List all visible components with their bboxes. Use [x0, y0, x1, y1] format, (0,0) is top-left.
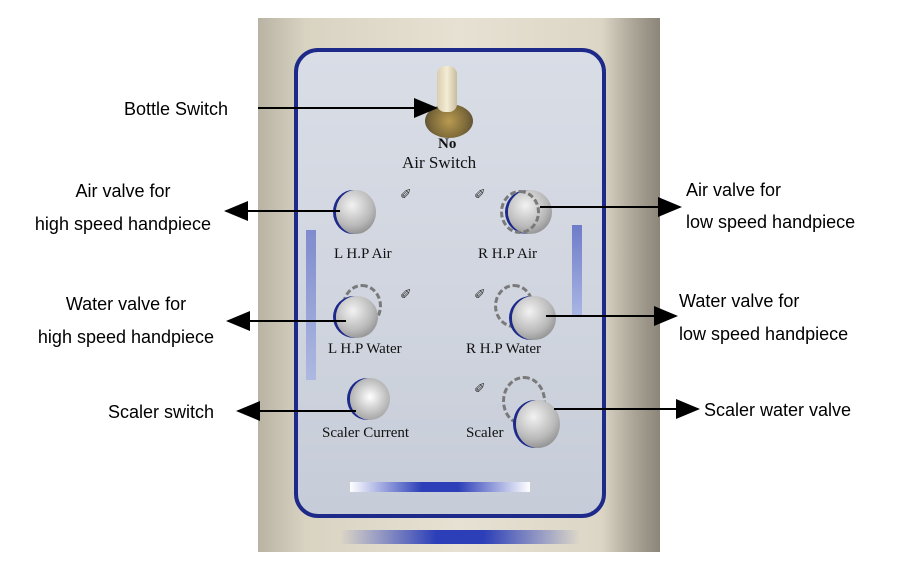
handpiece-water-icon: ✐ — [474, 286, 486, 302]
toggle-no-text: No — [438, 136, 457, 152]
panel-side-stripe-right — [572, 225, 582, 315]
rhp-water-text: R H.P Water — [466, 341, 542, 357]
label-bottle-switch: Bottle Switch — [124, 99, 229, 119]
label-water-low-line2: low speed handpiece — [679, 324, 849, 344]
handpiece-air-icon: ✐ — [400, 186, 412, 202]
label-water-high-line1: Water valve for — [65, 294, 187, 314]
panel-bottom-stripe — [350, 482, 530, 492]
lhp-air-knob[interactable] — [336, 190, 376, 234]
panel-side-stripe-left — [306, 230, 316, 380]
rhp-air-text: R H.P Air — [478, 246, 538, 262]
lhp-water-knob[interactable] — [336, 296, 378, 338]
lhp-air-text: L H.P Air — [334, 246, 392, 262]
label-air-low-line1: Air valve for — [686, 180, 782, 200]
label-water-high-line2: high speed handpiece — [37, 327, 215, 347]
scaler-icon: ✐ — [474, 380, 486, 396]
label-scaler-switch: Scaler switch — [108, 402, 215, 422]
rhp-water-knob[interactable] — [512, 296, 556, 340]
label-scaler-water: Scaler water valve — [704, 400, 852, 420]
handpiece-water-icon: ✐ — [400, 286, 412, 302]
rhp-air-knob-ridge — [500, 190, 540, 234]
label-air-high-line1: Air valve for — [75, 181, 171, 201]
bottle-switch-lever[interactable] — [437, 66, 457, 112]
lhp-water-text: L H.P Water — [328, 341, 402, 357]
label-air-high-line2: high speed handpiece — [34, 214, 212, 234]
base-blue-stripe — [340, 530, 580, 544]
label-air-low-line2: low speed handpiece — [686, 212, 856, 232]
scaler-water-knob[interactable] — [516, 400, 560, 448]
scaler-current-text: Scaler Current — [322, 425, 410, 441]
handpiece-air-icon: ✐ — [474, 186, 486, 202]
air-switch-text: Air Switch — [402, 153, 477, 172]
photo-shadow — [600, 18, 660, 552]
scaler-text: Scaler — [466, 425, 504, 441]
label-water-low-line1: Water valve for — [679, 291, 800, 311]
scaler-switch-knob[interactable] — [350, 378, 390, 420]
